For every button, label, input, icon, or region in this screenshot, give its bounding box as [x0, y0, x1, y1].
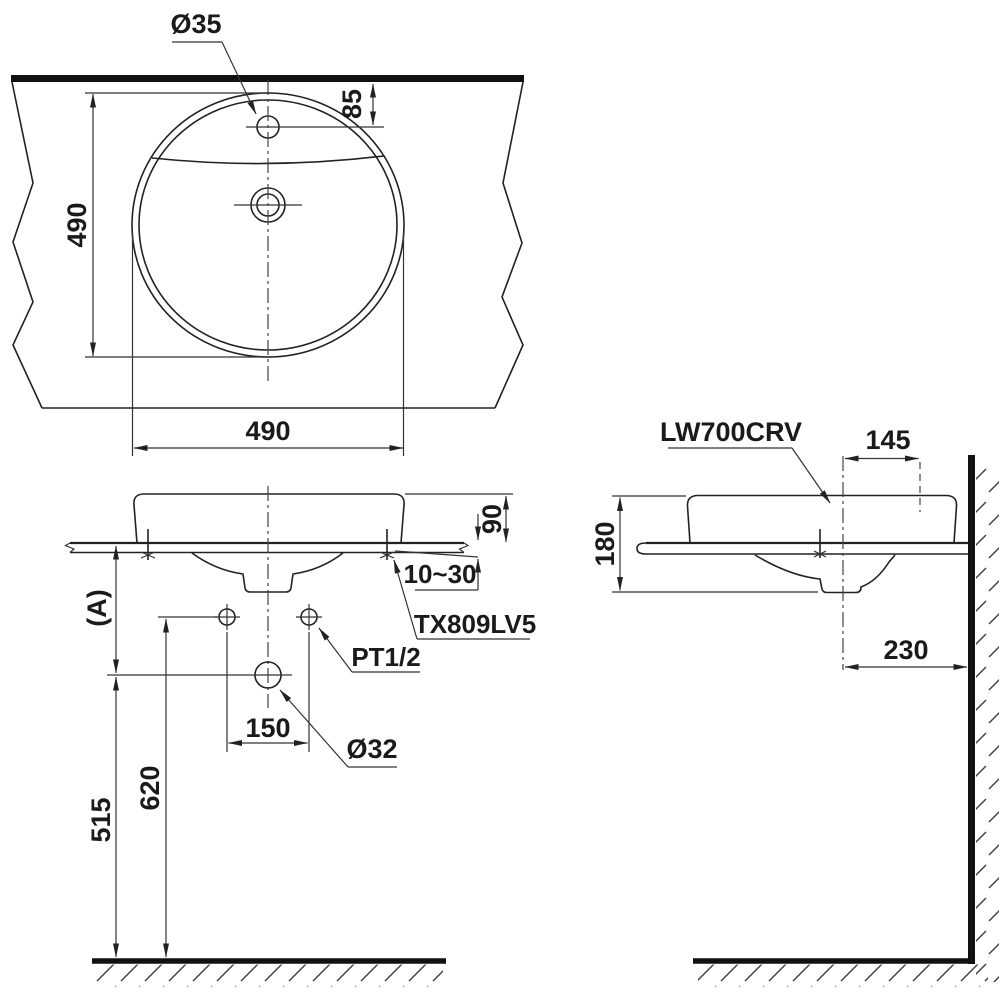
dim-label-620: 620 [135, 765, 165, 810]
dim-label-90: 90 [477, 504, 507, 534]
mounting-bolt-right [379, 529, 395, 560]
supply-hole-right [296, 604, 322, 630]
dim-label-10-30: 10~30 [403, 559, 476, 589]
drain-hole-front [107, 661, 292, 689]
counter-side [636, 541, 969, 555]
dim-overall-depth: 180 [590, 495, 818, 593]
dim-label-230: 230 [883, 635, 928, 665]
dim-label-490-vertical: 490 [62, 202, 92, 247]
dim-counter-thickness: 10~30 [394, 550, 481, 591]
supply-hole-left [214, 604, 240, 630]
basin-front-profile [133, 493, 405, 544]
front-view: 90 10~30 TX809LV5 [64, 486, 536, 987]
product-code-callout: LW700CRV [660, 417, 831, 504]
drain-diameter-callout: Ø32 [279, 689, 398, 768]
counter-break-outline [11, 81, 524, 409]
dim-label-515: 515 [86, 797, 116, 842]
label-faucet-hole-diameter: Ø35 [170, 9, 221, 39]
dim-label-85: 85 [337, 89, 367, 119]
label-supply-thread: PT1/2 [351, 642, 420, 672]
top-view: 490 490 85 Ø35 [11, 9, 524, 456]
faucet-hole-callout: Ø35 [170, 9, 257, 115]
label-product-code: LW700CRV [660, 417, 802, 447]
counter-front [64, 541, 470, 554]
dim-label-A: (A) [82, 589, 112, 626]
side-view: LW700CRV 145 180 230 [590, 417, 999, 987]
dim-label-490-horizontal: 490 [245, 416, 290, 446]
dim-center-to-wall: 230 [844, 635, 968, 670]
mounting-bolt-side [813, 529, 827, 558]
dim-faucet-hole-offset: 85 [337, 83, 376, 126]
dim-basin-diameter-horizontal: 490 [131, 232, 405, 456]
dim-label-145: 145 [865, 425, 910, 455]
dim-drain-height: 515 [86, 676, 119, 958]
bowl-underside-side [754, 554, 896, 594]
basin-side-profile [686, 494, 958, 544]
dim-center-to-back: 145 [844, 425, 919, 462]
floor-front [92, 958, 446, 987]
dim-counter-height-ref: (A) [82, 545, 119, 674]
dim-basin-diameter-vertical: 490 [62, 92, 272, 358]
label-drain-diameter: Ø32 [346, 734, 397, 764]
wall [968, 455, 999, 982]
mounting-bolt-left [140, 529, 156, 560]
label-faucet-model: TX809LV5 [414, 609, 536, 639]
supply-thread-callout: PT1/2 [318, 627, 421, 673]
dim-rim-height: 90 [405, 493, 513, 543]
dim-label-150: 150 [245, 713, 290, 743]
dim-supply-height: 620 [135, 616, 217, 958]
dim-supply-hole-spacing: 150 [226, 632, 310, 752]
floor-side [693, 958, 988, 987]
faucet-model-callout: TX809LV5 [393, 559, 536, 640]
dim-label-180: 180 [590, 521, 620, 566]
